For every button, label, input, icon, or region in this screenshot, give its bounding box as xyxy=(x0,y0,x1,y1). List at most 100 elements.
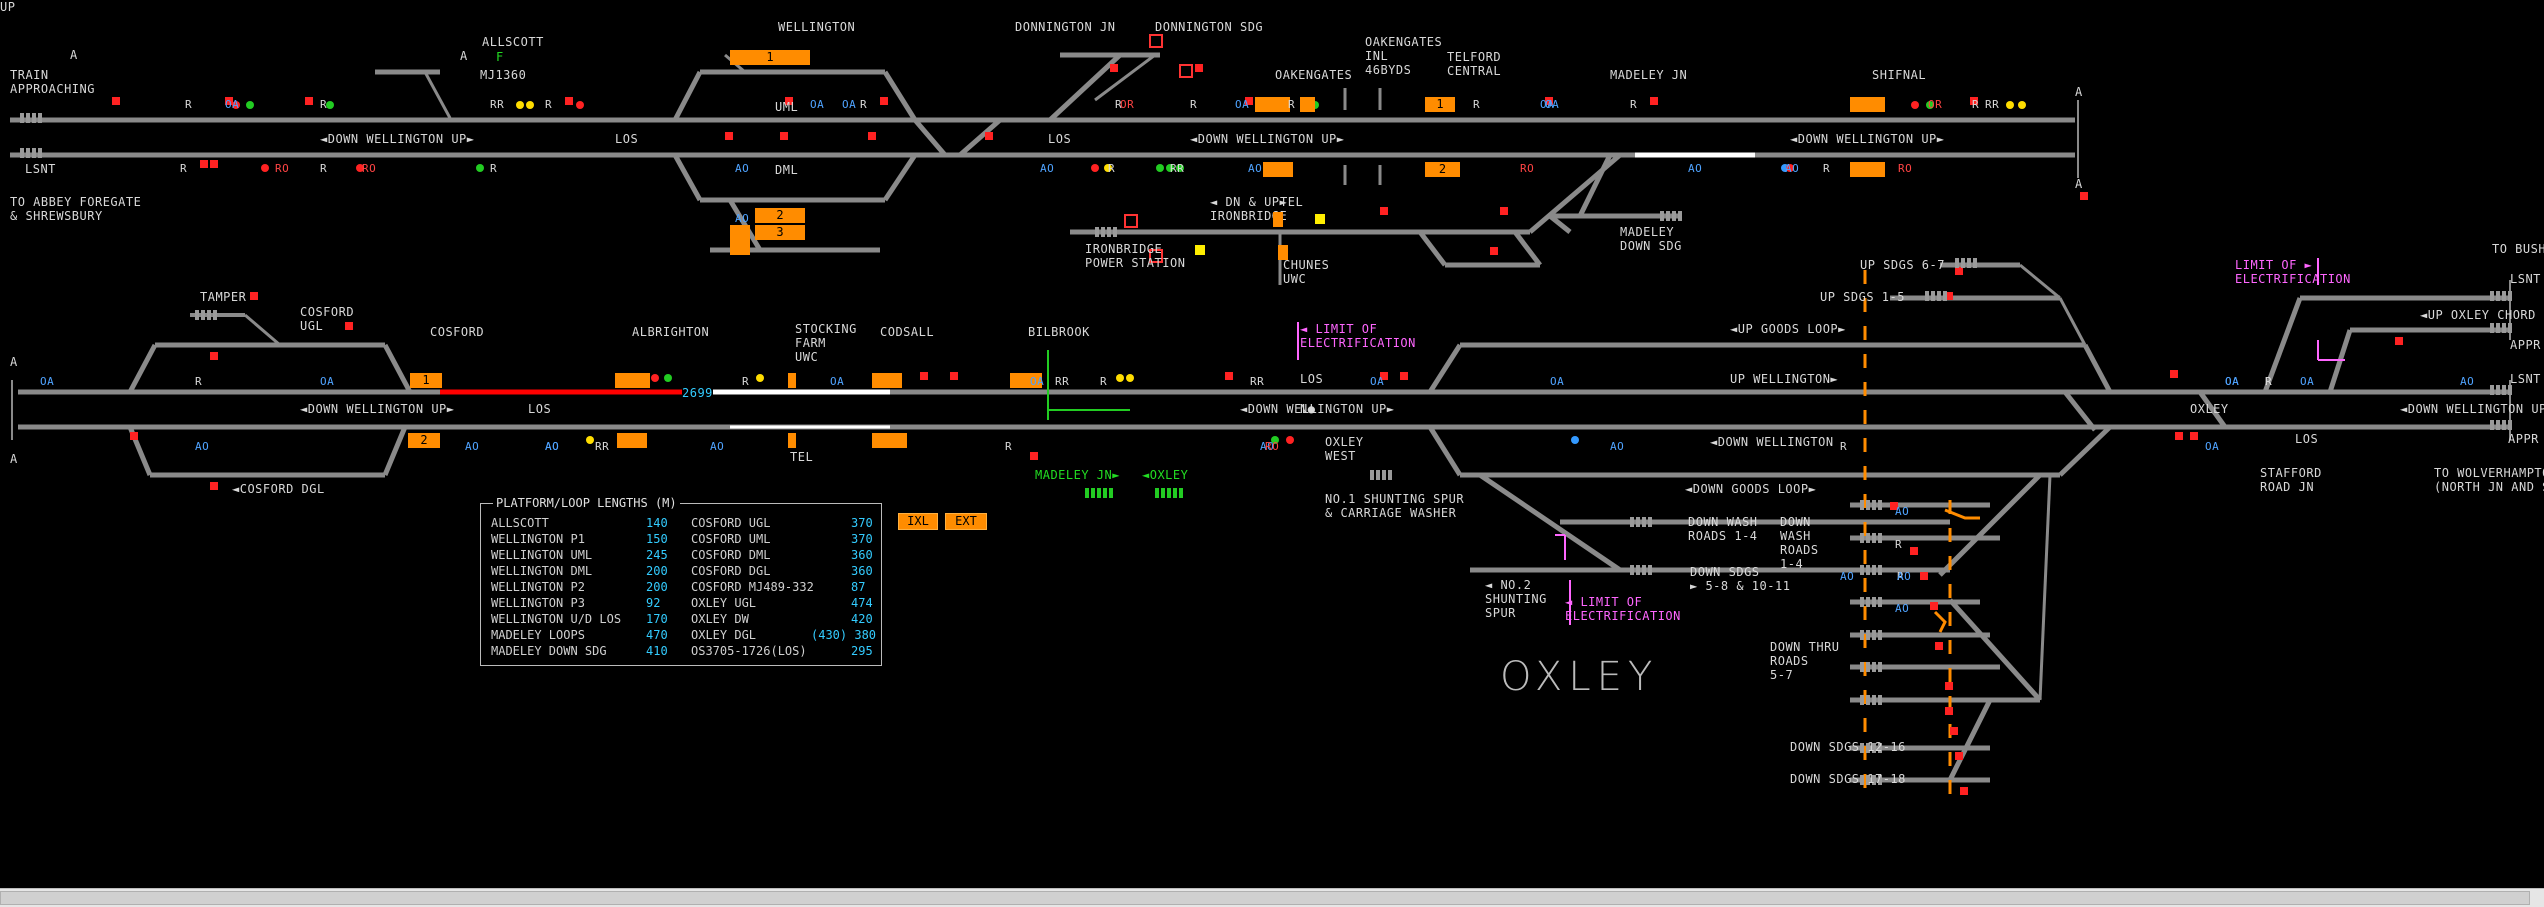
train-describer-berth[interactable] xyxy=(788,373,796,388)
signal-aspect-tag[interactable]: OA xyxy=(1550,375,1565,388)
signal-aspect-tag[interactable]: OA xyxy=(842,98,857,111)
signal-aspect-tag[interactable]: R xyxy=(742,375,750,388)
signal-aspect-tag[interactable]: AO xyxy=(1895,602,1910,615)
train-describer-berth[interactable] xyxy=(1850,97,1885,112)
signal-aspect-tag[interactable]: AO xyxy=(735,212,750,225)
signal-aspect-tag[interactable]: OR xyxy=(1120,98,1135,111)
panel-label: LOS xyxy=(528,402,552,416)
signal-aspect-tag[interactable]: OA xyxy=(2300,375,2315,388)
signal-aspect-tag[interactable]: AO xyxy=(1248,162,1263,175)
signal-aspect-tag[interactable]: RR xyxy=(1055,375,1070,388)
signal-aspect-tag[interactable]: R xyxy=(1115,98,1123,111)
signal-aspect-tag[interactable]: OA xyxy=(1030,375,1045,388)
signal-aspect-tag[interactable]: R xyxy=(180,162,188,175)
signal-aspect-tag[interactable]: R xyxy=(1473,98,1481,111)
signal-aspect-tag[interactable]: R xyxy=(1823,162,1831,175)
train-describer-berth[interactable] xyxy=(1010,373,1042,388)
signal-aspect-tag[interactable]: AO xyxy=(1895,505,1910,518)
ixl-button[interactable]: IXL xyxy=(898,513,938,530)
signal-aspect-tag[interactable]: RO xyxy=(1265,440,1280,453)
signal-aspect-tag[interactable]: R xyxy=(195,375,203,388)
train-headcode[interactable]: 2699 xyxy=(682,386,713,400)
signal-aspect-tag[interactable]: AO xyxy=(2460,375,2475,388)
signal-aspect-tag[interactable]: RO xyxy=(1520,162,1535,175)
signal-aspect-tag[interactable]: AO xyxy=(735,162,750,175)
signal-aspect-tag[interactable]: R xyxy=(1288,98,1296,111)
signal-aspect-tag[interactable]: OA xyxy=(1235,98,1250,111)
signal-aspect-tag[interactable]: R xyxy=(490,162,498,175)
signal-aspect-tag[interactable]: OA xyxy=(810,98,825,111)
signal-aspect-tag[interactable]: AO xyxy=(1610,440,1625,453)
signal-aspect-tag[interactable]: AO xyxy=(545,440,560,453)
train-describer-berth[interactable] xyxy=(1273,212,1283,227)
signal-aspect-tag[interactable]: OA xyxy=(1540,98,1555,111)
signal-aspect-tag[interactable]: AO xyxy=(1785,162,1800,175)
signal-aspect-tag[interactable]: RR xyxy=(1250,375,1265,388)
signal-aspect-tag[interactable]: RR xyxy=(1985,98,2000,111)
signal-aspect-tag[interactable]: R xyxy=(1972,98,1980,111)
signal-aspect-tag[interactable]: R xyxy=(1840,440,1848,453)
signal-aspect-tag[interactable]: OA xyxy=(40,375,55,388)
signal-aspect-tag[interactable]: R xyxy=(1190,98,1198,111)
signal-aspect-tag[interactable]: AO xyxy=(1897,570,1912,583)
signal-aspect-tag[interactable]: RR xyxy=(595,440,610,453)
train-describer-berth[interactable]: 2 xyxy=(1425,162,1460,177)
panel-label: APPR xyxy=(2508,432,2539,446)
train-describer-berth[interactable]: 1 xyxy=(410,373,442,388)
signal-aspect-tag[interactable]: RR xyxy=(490,98,505,111)
signal-aspect-tag[interactable]: OA xyxy=(2205,440,2220,453)
signal-aspect-tag[interactable]: AO xyxy=(545,440,560,453)
signal-aspect-tag[interactable]: R xyxy=(545,98,553,111)
signal-aspect-tag[interactable]: R xyxy=(320,162,328,175)
signal-aspect-tag[interactable]: R xyxy=(1895,538,1903,551)
signal-aspect-tag[interactable]: AO xyxy=(710,440,725,453)
signal-aspect-tag[interactable]: AO xyxy=(1260,440,1275,453)
signal-aspect-tag[interactable]: R xyxy=(2265,375,2273,388)
train-describer-berth[interactable] xyxy=(1263,162,1293,177)
signal-aspect-tag[interactable]: AO xyxy=(1688,162,1703,175)
train-describer-berth[interactable]: 2 xyxy=(755,208,805,223)
train-describer-berth[interactable]: 2 xyxy=(408,433,440,448)
signal-aspect-tag[interactable]: R xyxy=(320,98,328,111)
signal-aspect-tag[interactable]: R xyxy=(1100,375,1108,388)
signal-aspect-tag[interactable]: R xyxy=(1897,570,1905,583)
train-describer-berth[interactable] xyxy=(1278,245,1288,260)
train-describer-berth[interactable]: 1 xyxy=(730,50,810,65)
signal-aspect-tag[interactable]: AO xyxy=(1040,162,1055,175)
ext-button[interactable]: EXT xyxy=(945,513,987,530)
signal-aspect-tag[interactable]: OA xyxy=(1370,375,1385,388)
buffer-stop-icon xyxy=(1636,517,1640,527)
signal-aspect-tag[interactable]: R xyxy=(2265,375,2273,388)
horizontal-scrollbar[interactable] xyxy=(0,888,2544,907)
train-describer-berth[interactable] xyxy=(615,373,650,388)
scrollbar-thumb[interactable] xyxy=(0,891,2530,905)
signal-aspect-tag[interactable]: R xyxy=(1005,440,1013,453)
train-describer-berth[interactable] xyxy=(1255,97,1290,112)
train-describer-berth[interactable]: 3 xyxy=(755,225,805,240)
train-describer-berth[interactable]: 1 xyxy=(1425,97,1455,112)
signal-aspect-tag[interactable]: OA xyxy=(1545,98,1560,111)
signal-aspect-tag[interactable]: RO xyxy=(1898,162,1913,175)
train-describer-berth[interactable] xyxy=(1850,162,1885,177)
train-describer-berth[interactable] xyxy=(617,433,647,448)
signal-aspect-tag[interactable]: R xyxy=(185,98,193,111)
signal-aspect-tag[interactable]: AO xyxy=(465,440,480,453)
signal-aspect-tag[interactable]: OA xyxy=(320,375,335,388)
signal-aspect-tag[interactable]: OA xyxy=(2225,375,2240,388)
signal-aspect-tag[interactable]: AO xyxy=(195,440,210,453)
signal-aspect-tag[interactable]: AO xyxy=(1840,570,1855,583)
signal-aspect-tag[interactable]: RR xyxy=(1170,162,1185,175)
signal-aspect-tag[interactable]: OA xyxy=(225,98,240,111)
signal-aspect-tag[interactable]: OA xyxy=(830,375,845,388)
train-describer-berth[interactable] xyxy=(1300,97,1315,112)
signal-aspect-tag[interactable]: R xyxy=(860,98,868,111)
signal-aspect-tag[interactable]: RO xyxy=(275,162,290,175)
train-describer-berth[interactable] xyxy=(788,433,796,448)
signal-aspect-tag[interactable]: R xyxy=(1108,162,1116,175)
signal-aspect-tag[interactable]: RO xyxy=(362,162,377,175)
train-describer-berth[interactable] xyxy=(872,373,902,388)
signal-aspect-tag[interactable]: OA xyxy=(2225,375,2240,388)
train-describer-berth[interactable] xyxy=(872,433,907,448)
signal-aspect-tag[interactable]: R xyxy=(1630,98,1638,111)
signal-aspect-tag[interactable]: OR xyxy=(1928,98,1943,111)
